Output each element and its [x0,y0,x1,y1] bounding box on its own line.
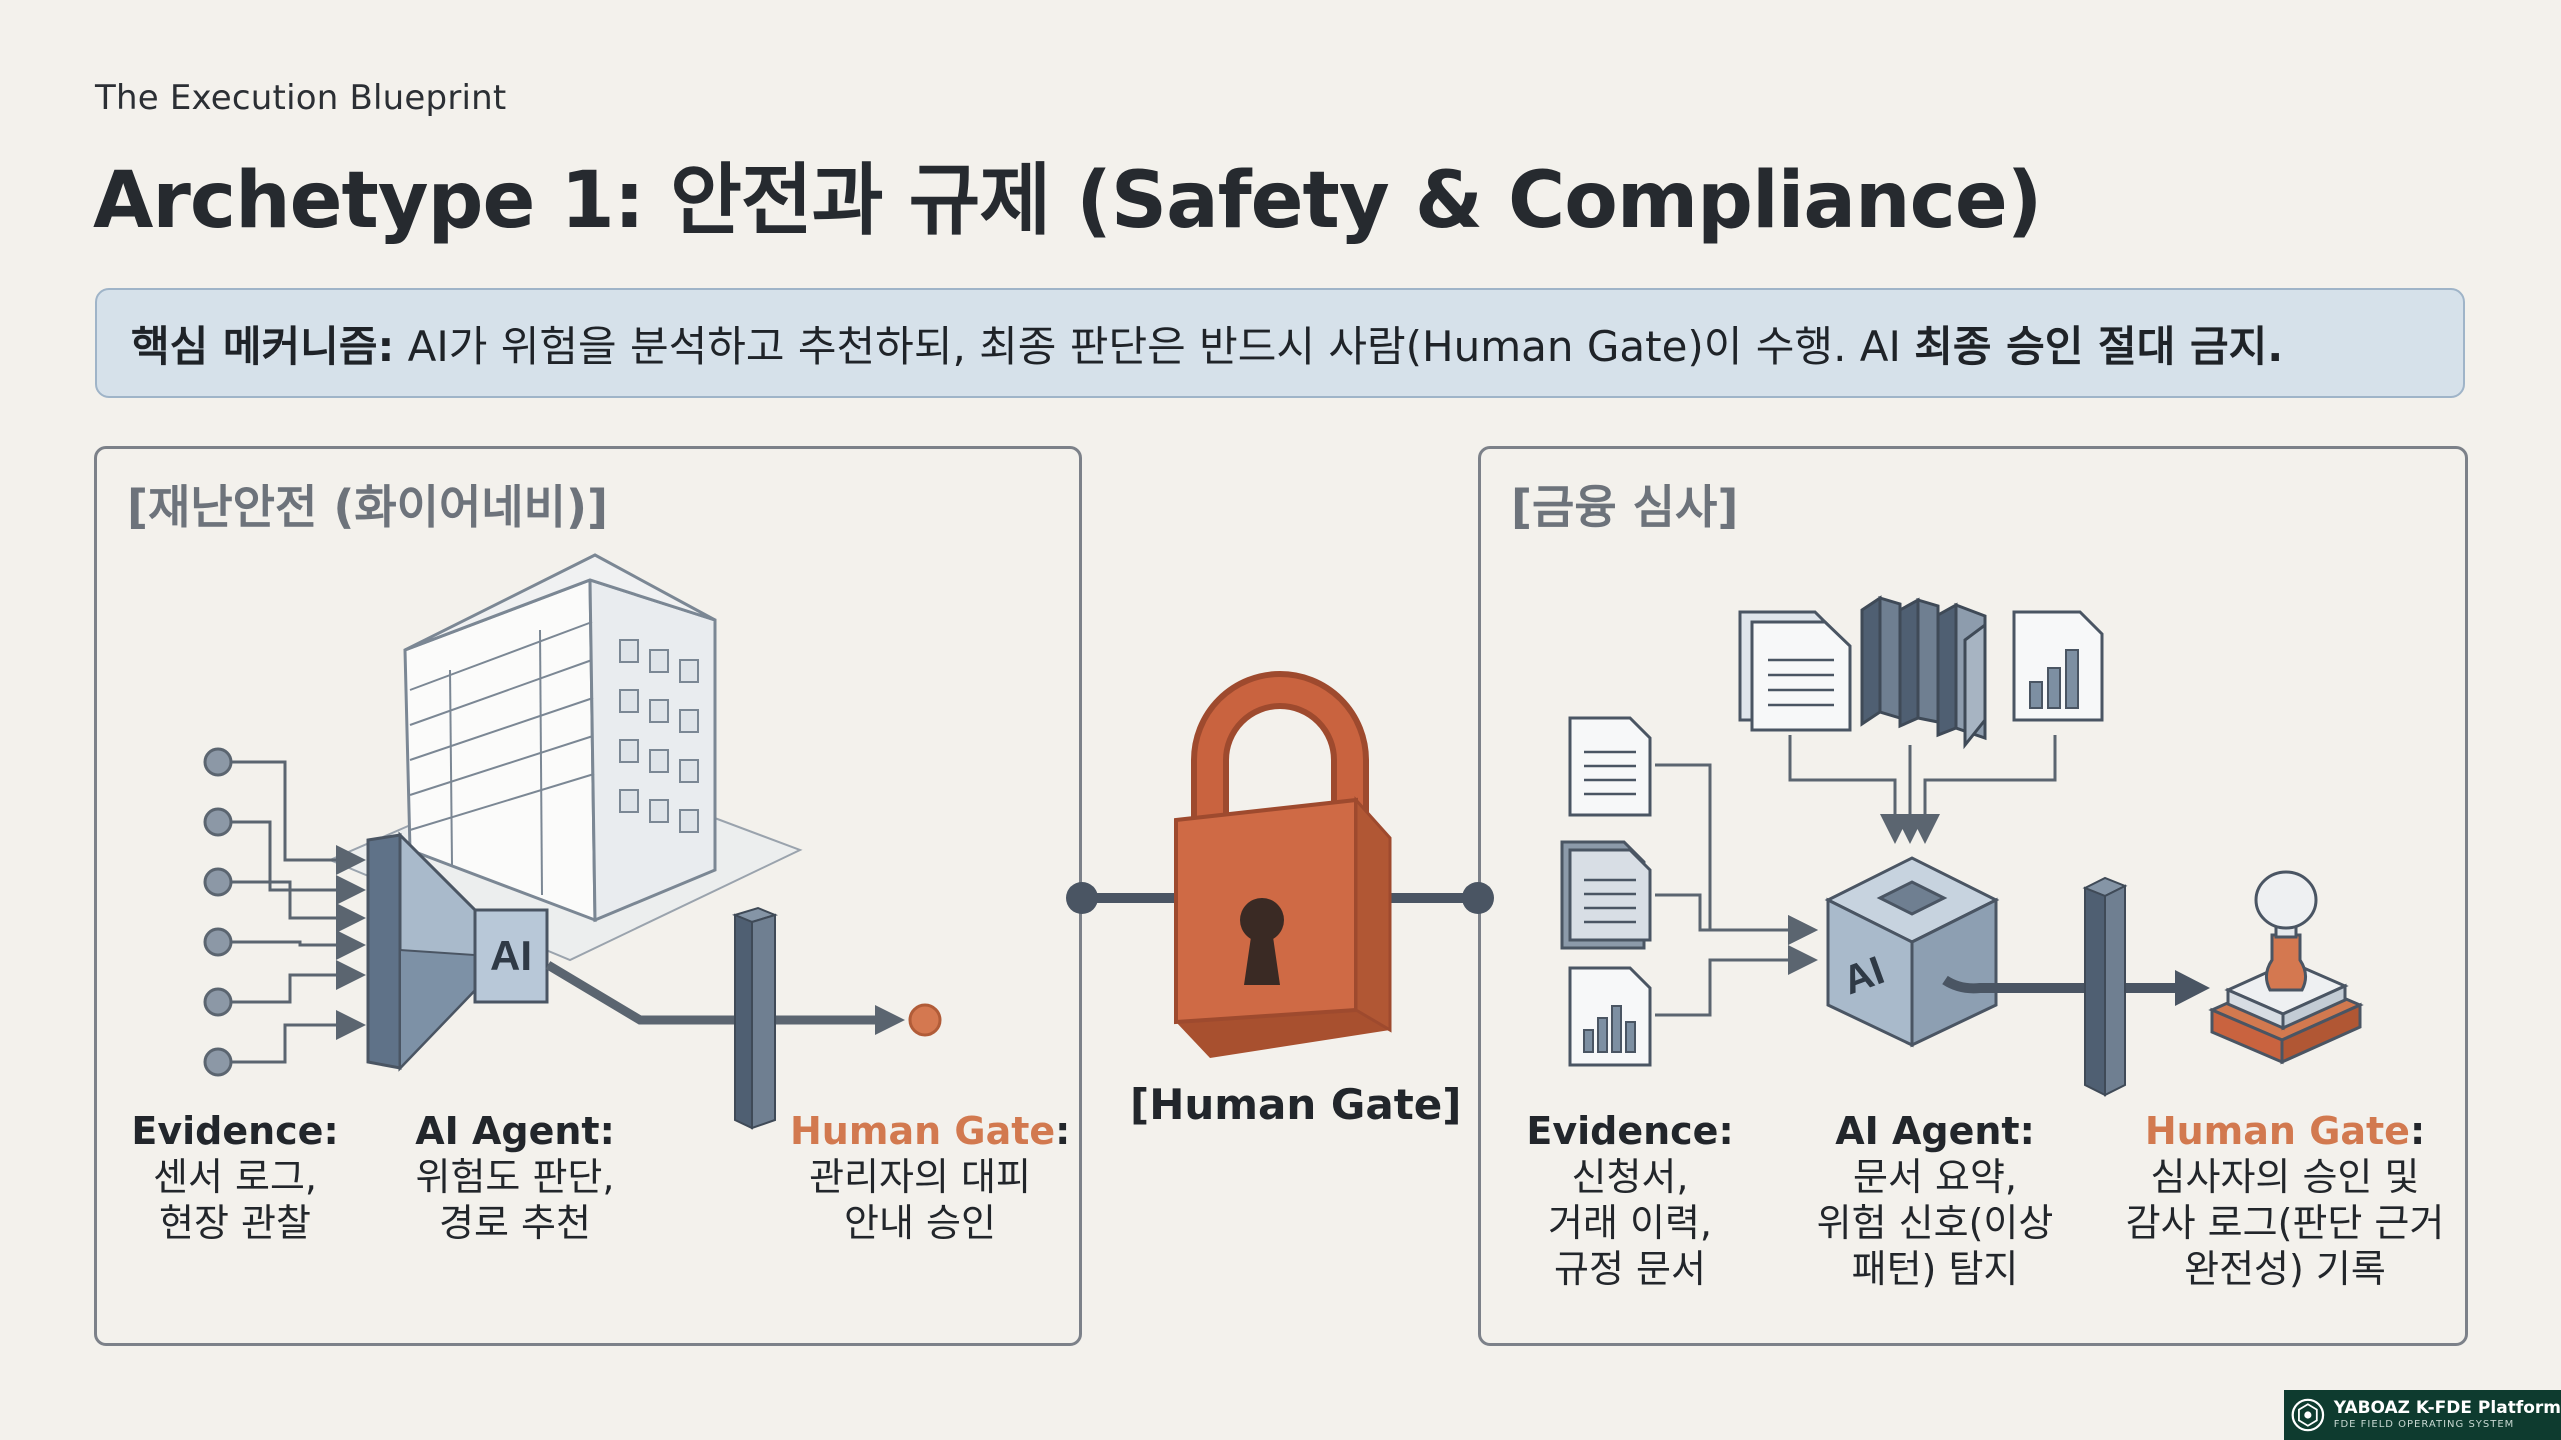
padlock-icon [1174,671,1392,1058]
right-panel-title: [금융 심사] [1511,480,1739,534]
left-evidence-line: 현장 관찰 [159,1201,311,1245]
right-ai-agent-head: AI Agent: [1835,1109,2035,1153]
left-flow-line [545,961,880,1025]
document-icon [1568,716,1652,817]
left-evidence-head: Evidence: [131,1109,339,1153]
barrier-icon [732,906,778,1130]
kicker-text: The Execution Blueprint [95,78,507,118]
right-evidence-head: Evidence: [1526,1109,1734,1153]
platform-logo-icon [2291,1398,2325,1432]
left-ai-agent-line: 위험도 판단, [415,1155,615,1199]
right-evidence-line: 규정 문서 [1554,1247,1706,1291]
banner-emphasis: 최종 승인 절대 금지. [1914,321,2284,371]
right-human-gate-line: 감사 로그(판단 근거 [2125,1201,2445,1245]
right-flow-arrowhead [2175,970,2210,1006]
left-flow-arrowhead [875,1005,905,1035]
right-human-gate-caption: Human Gate: 심사자의 승인 및 감사 로그(판단 근거 완전성) 기… [2115,1108,2455,1292]
left-human-gate-line: 안내 승인 [844,1201,996,1245]
badge-subtitle: FDE FIELD OPERATING SYSTEM [2333,1419,2515,1430]
left-human-gate-caption: Human Gate: 관리자의 대피 안내 승인 [790,1108,1070,1246]
platform-badge: YABOAZ K-FDE Platform FDE FIELD OPERATIN… [2284,1390,2561,1440]
left-evidence-line: 센서 로그, [153,1155,317,1199]
right-ai-agent-line: 문서 요약, [1853,1155,2017,1199]
top-doc-connectors [1788,735,2057,844]
right-ai-agent-line: 패턴) 탐지 [1851,1247,2019,1291]
stamp-icon [2208,870,2364,1065]
banner-text: AI가 위험을 분석하고 추천하되, 최종 판단은 반드시 사람(Human G… [394,321,1915,371]
left-human-gate-head: Human Gate [790,1109,1056,1153]
sensor-leader-lines [231,760,366,1064]
document-icon [1738,610,1852,732]
right-human-gate-line: 심사자의 승인 및 [2150,1155,2420,1199]
right-human-gate-colon: : [2409,1109,2426,1153]
ai-cube-icon: AI [1824,856,2000,1048]
left-doc-connectors [1655,763,1818,1017]
left-ai-agent-line: 경로 추천 [439,1201,591,1245]
left-human-gate-colon: : [1055,1109,1071,1153]
barrier-icon [2082,876,2128,1097]
left-panel-title: [재난안전 (화이어네비)] [127,480,608,534]
sensor-node-icon [203,747,233,1077]
human-gate-label: [Human Gate] [1130,1080,1462,1129]
left-ai-agent-head: AI Agent: [415,1109,615,1153]
right-evidence-line: 신청서, [1571,1155,1689,1199]
bar-chart-document-icon [1568,966,1652,1067]
gate-connector-node-left [1066,882,1098,914]
banner-label: 핵심 메커니즘: [131,321,395,371]
badge-name: YABOAZ K-FDE Platform [2333,1398,2561,1418]
right-evidence-line: 거래 이력, [1548,1201,1712,1245]
right-human-gate-line: 완전성) 기록 [2184,1247,2386,1291]
gate-connector-node-right [1462,882,1494,914]
building-icon [327,553,803,962]
left-human-gate-line: 관리자의 대피 [809,1155,1031,1199]
right-ai-agent-caption: AI Agent: 문서 요약, 위험 신호(이상 패턴) 탐지 [1800,1108,2070,1292]
right-evidence-caption: Evidence: 신청서, 거래 이력, 규정 문서 [1515,1108,1745,1292]
left-evidence-caption: Evidence: 센서 로그, 현장 관찰 [130,1108,340,1246]
funnel-icon: AI [366,831,549,1072]
mechanism-banner: 핵심 메커니즘: AI가 위험을 분석하고 추천하되, 최종 판단은 반드시 사… [95,288,2465,398]
left-ai-chip-label: AI [490,932,532,979]
left-endpoint-dot [908,1003,942,1037]
page-title: Archetype 1: 안전과 규제 (Safety & Compliance… [93,156,2042,246]
right-human-gate-head: Human Gate [2144,1109,2410,1153]
binder-icon [1860,595,1987,750]
right-flow-line [1942,975,2180,994]
bar-chart-document-icon [2012,610,2104,722]
left-ai-agent-caption: AI Agent: 위험도 판단, 경로 추천 [405,1108,625,1246]
document-icon [1560,840,1652,950]
right-ai-agent-line: 위험 신호(이상 [1816,1201,2054,1245]
